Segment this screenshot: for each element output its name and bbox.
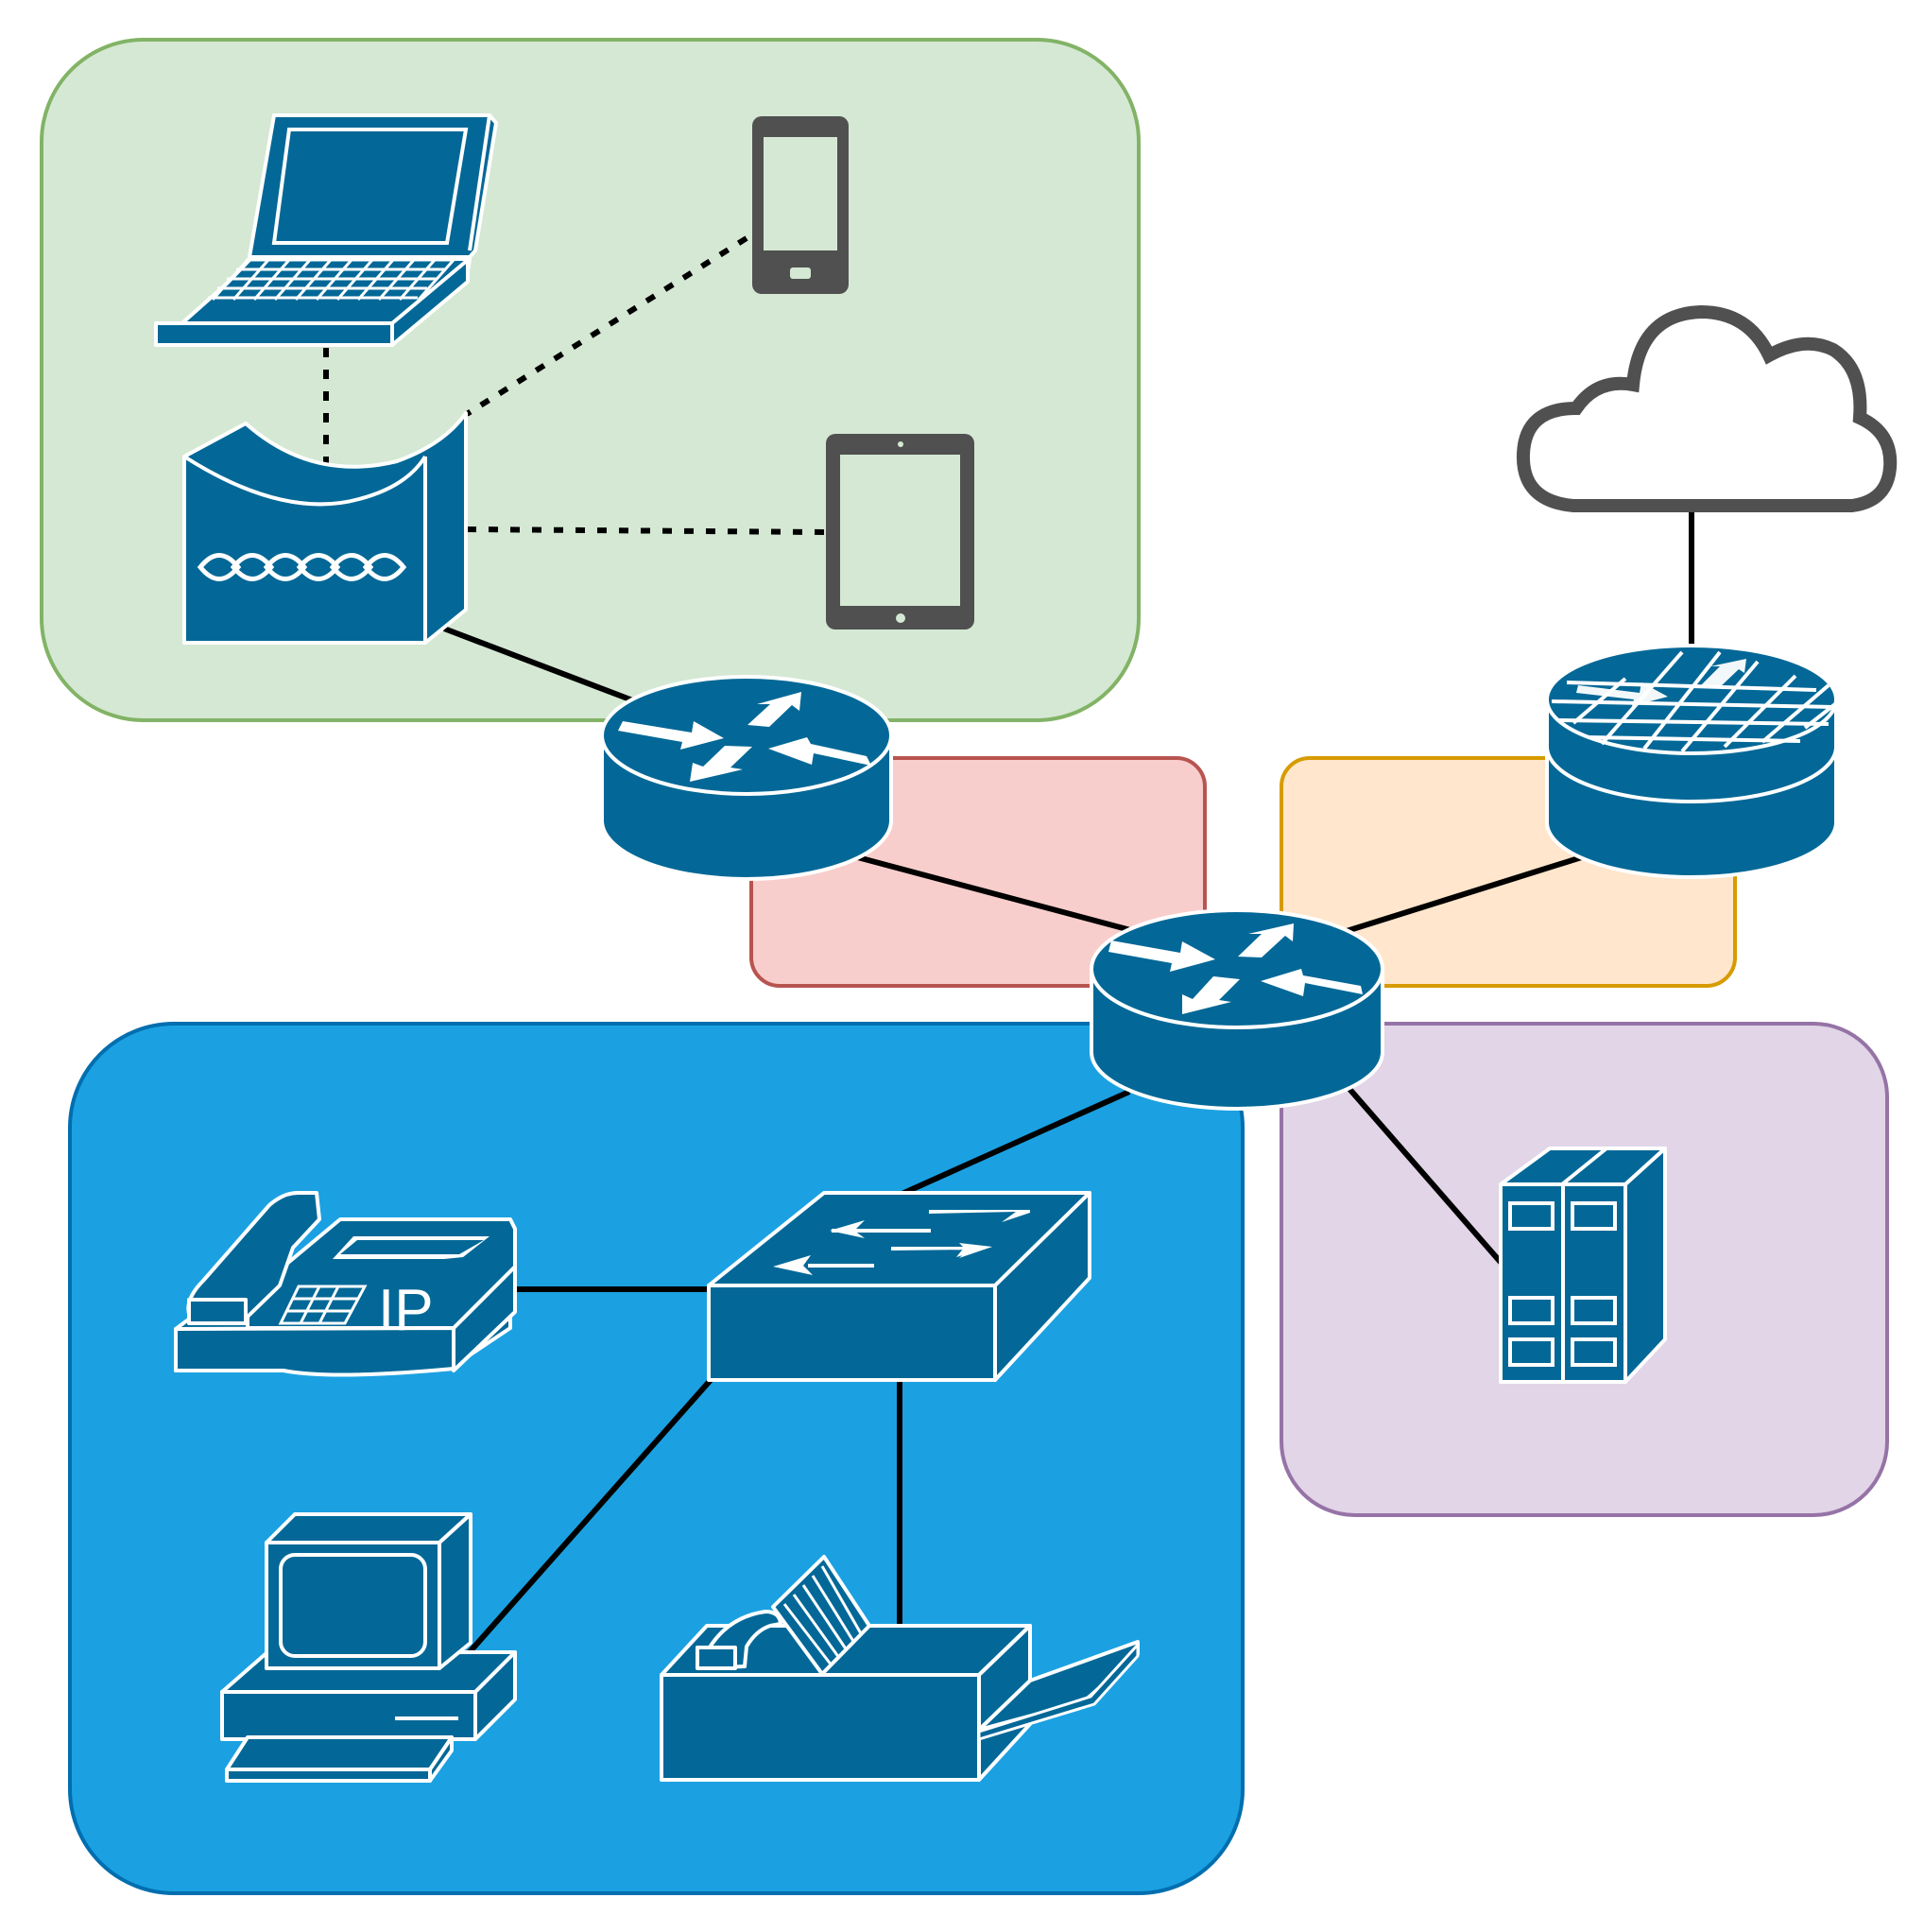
workstation-icon[interactable] [220, 1512, 517, 1783]
ip-phone-icon[interactable]: IP [174, 1191, 517, 1377]
switch-icon[interactable] [707, 1191, 1091, 1382]
link-core-switch [896, 1089, 1131, 1199]
server-icon[interactable] [1499, 1147, 1667, 1384]
wireless-access-point-icon[interactable] [182, 411, 468, 645]
router-icon[interactable] [600, 675, 893, 881]
link-router1-core [850, 853, 1135, 934]
link-core-server [1347, 1087, 1507, 1268]
firewall-icon[interactable] [1545, 644, 1838, 879]
link-switch-workstation [465, 1378, 713, 1656]
core-router-icon[interactable] [1090, 908, 1384, 1111]
fax-icon[interactable] [660, 1555, 1140, 1782]
internet-cloud-icon[interactable] [1516, 304, 1898, 512]
tablet-icon[interactable] [826, 434, 974, 630]
laptop-icon[interactable] [154, 113, 498, 347]
server-drive-bays [1508, 1201, 1617, 1367]
link-ap-router1 [442, 626, 644, 707]
link-core-firewall [1346, 853, 1589, 934]
wireless-waves-icon [197, 553, 407, 581]
laptop-keyboard [208, 258, 455, 301]
keypad-icon [278, 1285, 368, 1325]
ip-phone-label: IP [378, 1278, 434, 1343]
firewall-brick-pattern [1551, 650, 1837, 753]
fax-paper [771, 1555, 871, 1676]
link-tablet-ap [466, 526, 825, 535]
smartphone-icon[interactable] [752, 116, 849, 294]
